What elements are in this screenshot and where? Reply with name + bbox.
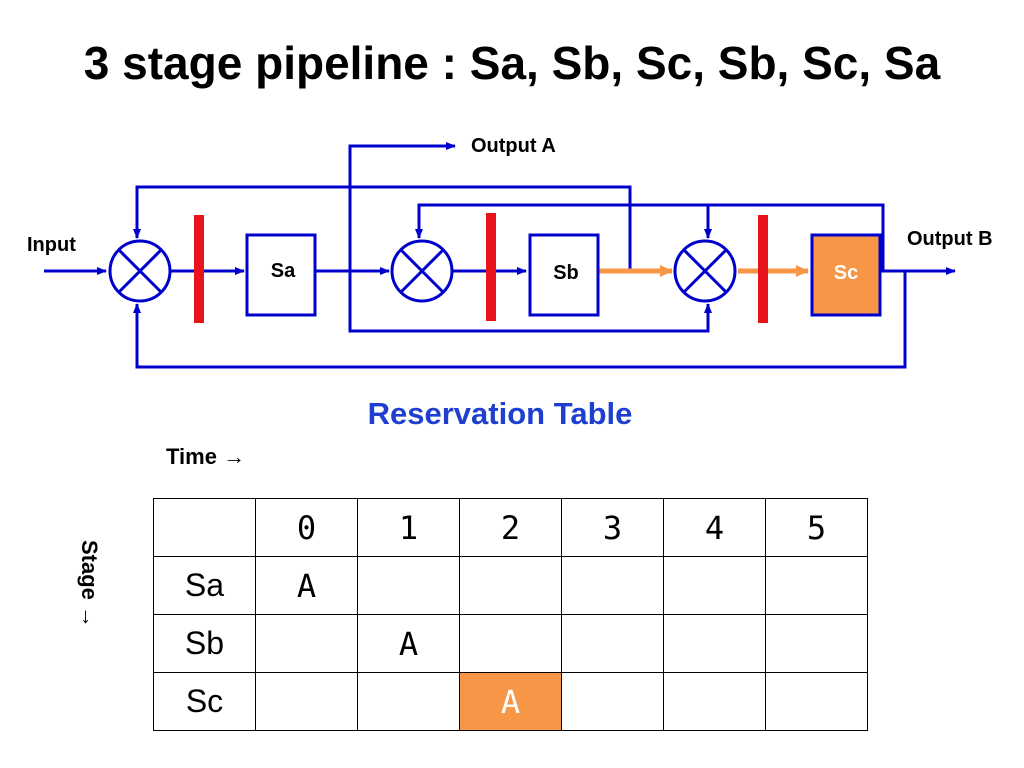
table-cell (765, 556, 868, 615)
stage-sb-label: Sb (553, 262, 579, 284)
reservation-table-title: Reservation Table (367, 396, 633, 431)
table-cell (663, 614, 766, 673)
feedback-top-line (133, 185, 632, 271)
table-cell: A (255, 556, 358, 615)
latch-3 (758, 215, 768, 323)
table-cell (663, 672, 766, 731)
latch-2 (486, 213, 496, 321)
sa-to-sc-mux-line (348, 271, 712, 333)
mux-1 (108, 239, 172, 303)
page-title: 3 stage pipeline : Sa, Sb, Sc, Sb, Sc, S… (83, 37, 941, 89)
stage-sc-label: Sc (834, 262, 858, 284)
table-row: Sa A (153, 556, 868, 615)
time-header: 5 (765, 498, 868, 557)
table-cell (765, 614, 868, 673)
time-axis-label: Time → (166, 444, 246, 469)
table-cell (561, 614, 664, 673)
output-a-label: Output A (471, 135, 556, 157)
output-b-label: Output B (907, 228, 993, 250)
table-cell (255, 672, 358, 731)
stage-sb-box (528, 233, 600, 317)
mux-2 (390, 239, 454, 303)
stage-sc-box (810, 233, 882, 317)
time-header: 3 (561, 498, 664, 557)
table-cell (561, 556, 664, 615)
time-header: 2 (459, 498, 562, 557)
table-row: Sc A (153, 672, 868, 731)
table-cell: A (357, 614, 460, 673)
table-cell (255, 614, 358, 673)
feedback-bottom-line (133, 271, 907, 369)
table-corner-cell (153, 498, 256, 557)
stage-row-header: Sa (153, 556, 256, 615)
time-header: 4 (663, 498, 766, 557)
stage-sa-label: Sa (271, 260, 296, 282)
table-row: Sb A (153, 614, 868, 673)
mux-3 (673, 239, 737, 303)
stage-row-header: Sb (153, 614, 256, 673)
table-cell (765, 672, 868, 731)
table-cell (663, 556, 766, 615)
pipeline-diagram: Sa Sb Sc Input Output A Output B (27, 135, 993, 369)
time-header: 1 (357, 498, 460, 557)
table-cell (459, 614, 562, 673)
input-label: Input (27, 234, 76, 256)
sc-to-sb-mux-line (415, 203, 885, 271)
table-cell (561, 672, 664, 731)
table-cell-highlighted: A (459, 672, 562, 731)
table-cell (357, 556, 460, 615)
stage-row-header: Sc (153, 672, 256, 731)
reservation-table: 0 1 2 3 4 5 Sa A Sb A Sc A (153, 498, 868, 731)
table-header-row: 0 1 2 3 4 5 (153, 498, 868, 557)
stage-sa-box (245, 233, 317, 317)
output-a-line (348, 142, 456, 271)
time-header: 0 (255, 498, 358, 557)
stage-axis: Stage → (72, 540, 112, 650)
table-cell (357, 672, 460, 731)
stage-axis-label: Stage → (77, 540, 102, 629)
table-cell (459, 556, 562, 615)
latch-1 (194, 215, 204, 323)
